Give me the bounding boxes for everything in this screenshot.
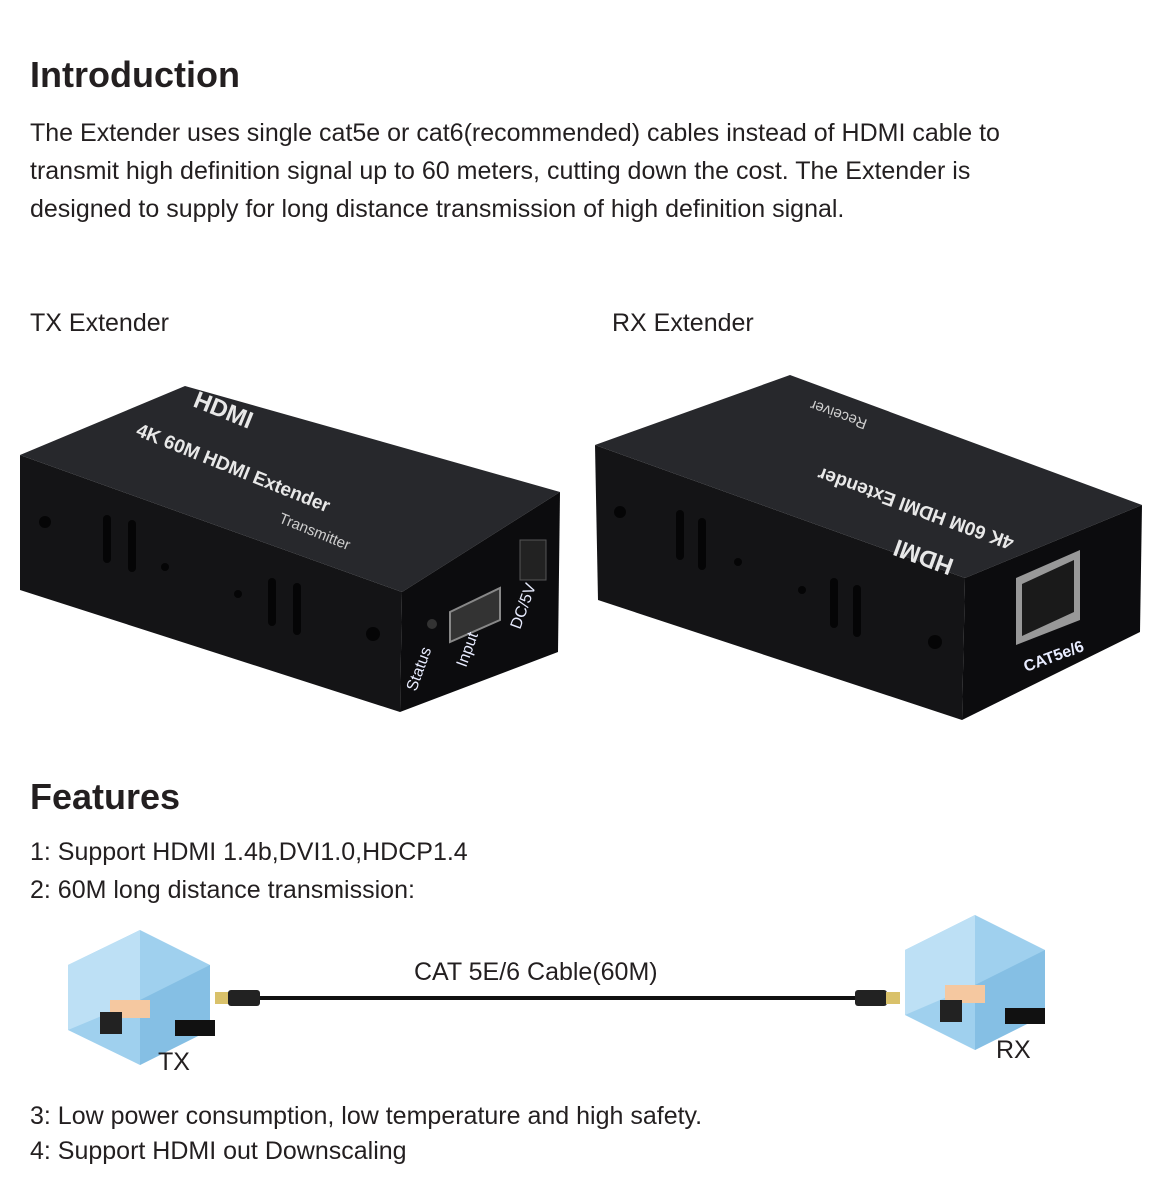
rx-label: RX Extender (612, 309, 754, 337)
intro-paragraph: The Extender uses single cat5e or cat6(r… (30, 114, 1160, 228)
cat-cable (215, 990, 900, 1006)
rx-diagram-label: RX (996, 1036, 1031, 1064)
feature-item: 3: Low power consumption, low temperatur… (30, 1102, 703, 1130)
rx-room-icon (905, 915, 1045, 1050)
rx-device-image: HDMI 4K 60M HDMI Extender Receiver CAT5e… (595, 375, 1142, 720)
tx-diagram-label: TX (158, 1048, 190, 1076)
intro-line: transmit high definition signal up to 60… (30, 157, 971, 185)
tx-label: TX Extender (30, 309, 169, 337)
cable-label: CAT 5E/6 Cable(60M) (414, 958, 658, 986)
feature-item: 4: Support HDMI out Downscaling (30, 1137, 407, 1165)
feature-item: 2: 60M long distance transmission: (30, 876, 415, 904)
intro-heading: Introduction (30, 54, 240, 95)
intro-line: designed to supply for long distance tra… (30, 195, 845, 223)
tx-device-image: HDMI HDMI 4K 60M HDMI Extender Transmitt… (20, 386, 560, 712)
features-heading: Features (30, 776, 181, 817)
intro-line: The Extender uses single cat5e or cat6(r… (30, 119, 1000, 147)
tx-room-icon (68, 930, 215, 1065)
feature-item: 1: Support HDMI 1.4b,DVI1.0,HDCP1.4 (30, 838, 468, 866)
